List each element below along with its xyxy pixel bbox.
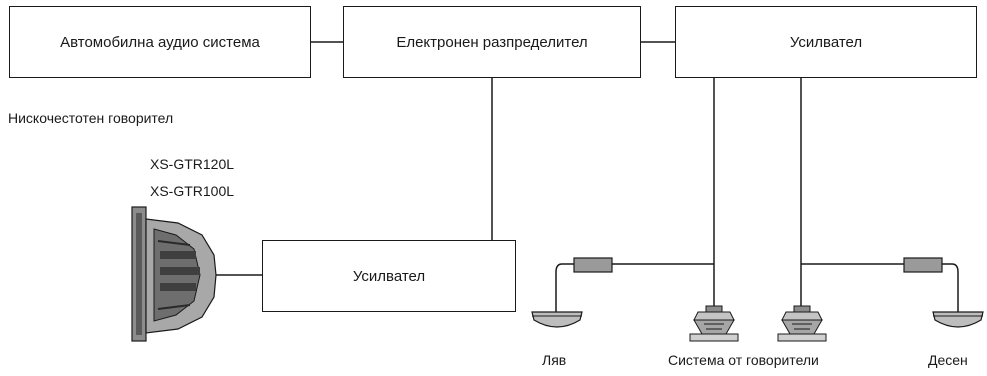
right-woofer-icon xyxy=(777,305,827,342)
model-label-2: XS-GTR100L xyxy=(150,183,235,199)
right-speaker-label: Десен xyxy=(928,352,968,368)
left-woofer-icon xyxy=(689,305,739,342)
electronic-crossover-label: Електронен разпределител xyxy=(396,33,588,51)
subwoofer-amplifier-label: Усилвател xyxy=(352,267,426,285)
main-amplifier-block: Усилвател xyxy=(675,6,977,78)
main-amplifier-label: Усилвател xyxy=(789,33,863,51)
left-filter-icon xyxy=(573,257,613,273)
electronic-crossover-block: Електронен разпределител xyxy=(343,6,641,78)
subwoofer-label: Нискочестотен говорител xyxy=(8,110,174,126)
left-tweeter-icon xyxy=(531,311,583,328)
model-label-1: XS-GTR120L xyxy=(150,156,235,172)
speaker-system-label: Система от говорители xyxy=(668,352,819,368)
subwoofer-amplifier-block: Усилвател xyxy=(262,240,516,312)
right-filter-icon xyxy=(903,257,943,273)
subwoofer-icon xyxy=(131,206,217,342)
car-audio-system-block: Автомобилна аудио система xyxy=(9,6,311,78)
right-tweeter-icon xyxy=(932,311,984,328)
left-speaker-label: Ляв xyxy=(542,352,567,368)
car-audio-system-label: Автомобилна аудио система xyxy=(60,33,260,51)
